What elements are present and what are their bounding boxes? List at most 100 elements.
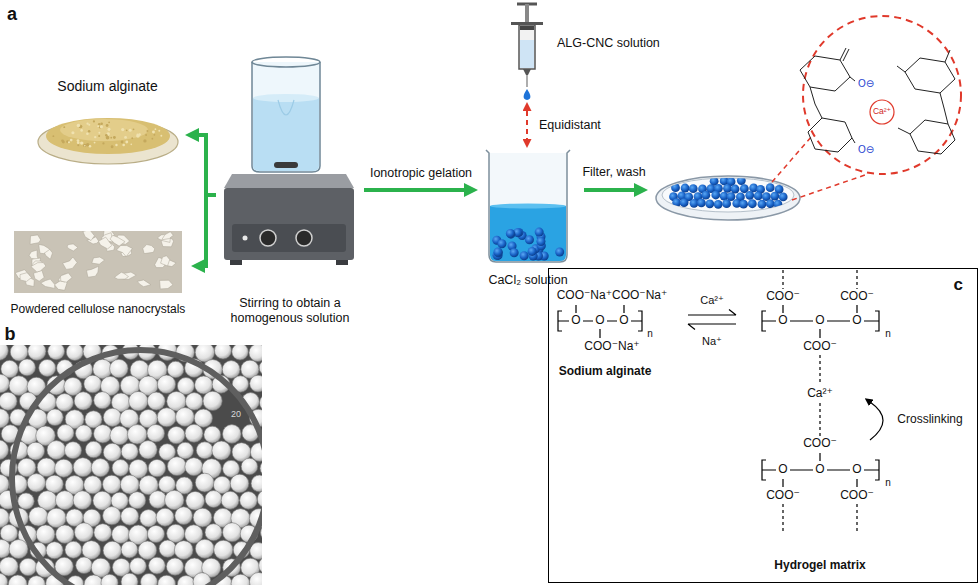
powder-grain bbox=[110, 137, 112, 139]
powder-grain bbox=[121, 141, 124, 144]
magnetic-stirrer bbox=[253, 94, 319, 102]
magnetic-stirrer bbox=[224, 57, 354, 265]
formula-text: COO⁻ bbox=[802, 437, 838, 451]
powder-grain bbox=[97, 125, 99, 127]
gel-bead bbox=[177, 576, 195, 585]
distance-label: Equidistant bbox=[537, 118, 603, 132]
cellulose-flake bbox=[83, 231, 95, 241]
gel-bead bbox=[196, 442, 213, 459]
cellulose-flake bbox=[87, 266, 99, 277]
gel-bead bbox=[689, 184, 698, 193]
gel-bead bbox=[139, 441, 157, 459]
magnetic-stirrer bbox=[252, 62, 320, 172]
powder-grain bbox=[113, 136, 116, 139]
gel-bead bbox=[156, 508, 174, 526]
syringe bbox=[524, 89, 531, 100]
gel-bead bbox=[737, 176, 746, 185]
powder-grain bbox=[98, 132, 100, 134]
powder-grain bbox=[115, 144, 117, 146]
atom-label: O bbox=[594, 314, 605, 328]
powder-grain bbox=[106, 124, 109, 127]
gel-bead bbox=[110, 426, 129, 445]
powder-grain bbox=[94, 142, 96, 144]
chemical-structure bbox=[783, 504, 857, 532]
gel-bead bbox=[748, 199, 757, 208]
gel-bead bbox=[75, 425, 92, 442]
powder-grain bbox=[125, 141, 128, 144]
gel-bead bbox=[55, 459, 73, 477]
item-caption: Sodium alginate bbox=[55, 78, 159, 95]
gel-bead bbox=[241, 458, 258, 475]
powder-grain bbox=[122, 144, 125, 147]
gel-bead bbox=[766, 199, 775, 208]
powder-grain bbox=[102, 142, 104, 144]
powder-grain bbox=[80, 141, 83, 144]
formula-text: COO⁻ bbox=[802, 340, 838, 354]
magnetic-stirrer bbox=[243, 236, 248, 241]
gel-bead bbox=[177, 442, 194, 459]
cellulose-flake bbox=[20, 273, 32, 282]
chemical-structure bbox=[576, 305, 624, 338]
gel-bead bbox=[10, 345, 28, 361]
process-arrow bbox=[205, 195, 216, 266]
alginate-powder-dish bbox=[38, 118, 178, 164]
gel-bead bbox=[528, 247, 537, 256]
gel-bead bbox=[149, 491, 166, 508]
gel-bead bbox=[84, 476, 102, 494]
gel-bead bbox=[714, 200, 723, 209]
gel-bead bbox=[193, 508, 212, 527]
cellulose-flake bbox=[110, 235, 125, 246]
gel-bead bbox=[745, 191, 754, 200]
gel-bead bbox=[250, 375, 262, 392]
gel-bead bbox=[39, 359, 56, 376]
magnetic-stirrer bbox=[336, 260, 348, 265]
gel-bead bbox=[74, 523, 93, 542]
repeat-subscript: n bbox=[884, 477, 892, 489]
gel-bead bbox=[167, 361, 183, 377]
chemical-structure bbox=[870, 402, 883, 440]
gel-bead bbox=[64, 442, 81, 459]
bead-photo bbox=[12, 350, 262, 585]
cellulose-flake bbox=[114, 272, 128, 279]
gel-bead bbox=[249, 572, 262, 585]
cellulose-flake bbox=[34, 270, 45, 281]
gel-bead bbox=[84, 375, 102, 393]
gel-bead bbox=[28, 576, 45, 585]
gel-bead bbox=[0, 573, 8, 585]
powder-grain bbox=[84, 145, 86, 147]
gel-bead bbox=[195, 539, 214, 558]
cellulose-flake bbox=[31, 263, 46, 272]
petri-dish bbox=[656, 176, 800, 220]
gel-bead bbox=[731, 185, 740, 194]
gel-bead bbox=[223, 425, 242, 444]
gel-bead bbox=[91, 459, 109, 477]
petri-dish bbox=[656, 176, 800, 220]
gel-bead bbox=[770, 192, 779, 201]
cacl2-beaker bbox=[489, 153, 567, 262]
stirring-station: Stirring to obtain a homogenous solution bbox=[216, 50, 364, 328]
gel-bead bbox=[159, 540, 176, 557]
zoom-callout bbox=[772, 136, 812, 182]
powder-grain bbox=[66, 140, 69, 143]
gel-bead bbox=[536, 237, 545, 246]
gel-bead bbox=[723, 184, 732, 193]
gel-bead bbox=[56, 525, 74, 543]
magnetic-stirrer bbox=[224, 174, 354, 188]
gel-bead bbox=[73, 491, 92, 510]
gel-bead bbox=[76, 557, 93, 574]
compound-name: Sodium alginate bbox=[558, 365, 653, 379]
gel-bead bbox=[121, 507, 139, 525]
gel-bead bbox=[37, 458, 56, 477]
atom-label: O bbox=[570, 314, 581, 328]
gel-bead bbox=[215, 345, 232, 359]
powder-grain bbox=[111, 146, 114, 149]
gel-bead bbox=[493, 248, 502, 257]
charge-label: O⊖ bbox=[857, 144, 875, 156]
cacl2-beaker bbox=[490, 204, 566, 209]
cellulose-photo bbox=[14, 231, 182, 293]
zoom-callout bbox=[870, 100, 894, 124]
cellulose-flake bbox=[162, 232, 174, 240]
gel-bead bbox=[110, 359, 128, 377]
syringe bbox=[519, 25, 535, 69]
